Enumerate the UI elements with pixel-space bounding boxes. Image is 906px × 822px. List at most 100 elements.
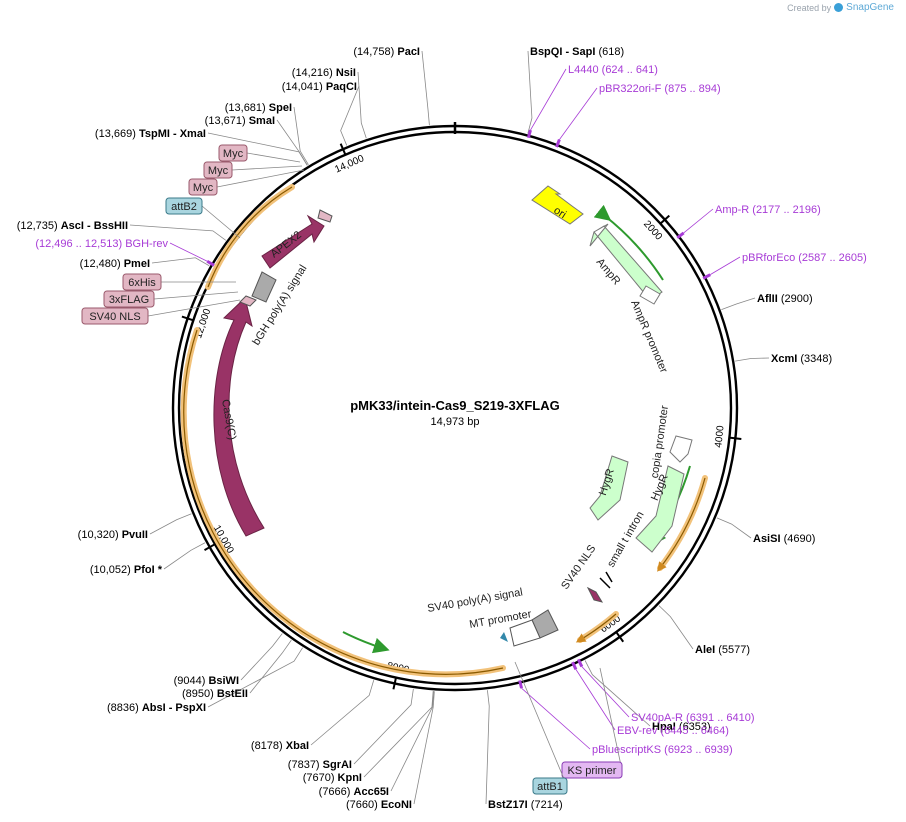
credit-prefix: Created by <box>787 2 832 13</box>
feature-tag-box <box>81 307 149 325</box>
feature-tag-box <box>122 273 162 291</box>
primer-label: pBluescriptKS (6923 .. 6939) <box>592 744 733 756</box>
orf-arc-apex <box>205 184 295 290</box>
site-position: (4690) <box>781 533 816 545</box>
site-name: BstEII <box>217 688 248 700</box>
feature-tag-label: Myc <box>208 165 229 177</box>
primer-label: EBV-rev (6445 .. 6464) <box>617 725 729 737</box>
feature-sv40-nls: SV40 NLS <box>559 543 604 603</box>
site-name-suffix: - XmaI <box>170 128 206 140</box>
site-position: (13,669) <box>95 128 139 140</box>
primer-leader-line <box>169 242 208 262</box>
site-name: SgrAI <box>323 759 352 771</box>
orf-arc-hyg-core <box>657 477 706 572</box>
tag-leader-line <box>216 169 305 188</box>
site-label: (8836) AbsI - PspXI <box>107 702 206 714</box>
feature-myc-block <box>317 209 333 223</box>
site-position: (2900) <box>778 293 813 305</box>
site-name: PfoI * <box>134 564 163 576</box>
site-label: BspQI - SapI (618) <box>530 46 624 58</box>
feature-label-sv40-polya: SV40 poly(A) signal <box>426 586 523 615</box>
site-name: SmaI <box>249 115 275 127</box>
orf-arc-apex-core <box>207 186 293 288</box>
site-name: XbaI <box>286 740 309 752</box>
site-position: (3348) <box>797 353 832 365</box>
site-label: HpaI (6353) <box>652 721 711 733</box>
site-leader-line <box>151 257 210 267</box>
site-leader-line <box>353 688 414 765</box>
primer-leader-line <box>710 256 741 275</box>
site-label: (10,052) PfoI * <box>90 564 163 576</box>
site-leader-line <box>363 691 434 778</box>
site-label: (10,320) PvuII <box>78 529 148 541</box>
feature-tag-label: attB2 <box>171 201 197 213</box>
primer-leader-line <box>683 208 714 234</box>
primer-label: Amp-R (2177 .. 2196) <box>715 204 821 216</box>
site-name: BspQI <box>530 46 562 58</box>
primer-mark <box>576 658 584 668</box>
site-name: NsiI <box>336 67 356 79</box>
site-label: (7670) KpnI <box>303 772 362 784</box>
site-position: (10,052) <box>90 564 134 576</box>
site-leader-line <box>390 691 435 792</box>
feature-tag-box <box>165 197 203 215</box>
site-leader-line <box>485 690 490 805</box>
feature-ori: ori <box>531 185 584 225</box>
site-position: (14,041) <box>282 81 326 93</box>
site-label: (7666) Acc65I <box>319 786 389 798</box>
primer-range: (6391 .. 6410) <box>686 712 755 724</box>
site-leader-line <box>129 224 227 241</box>
feature-tag-label: SV40 NLS <box>89 311 140 323</box>
plasmid-name: pMK33/intein-Cas9_S219-3XFLAG <box>350 398 560 413</box>
primer-mark <box>206 259 215 267</box>
site-leader-line <box>721 297 756 310</box>
ruler-tick-label: 14,000 <box>333 153 366 175</box>
site-leader-line <box>293 106 309 165</box>
site-label: (14,041) PaqCI <box>282 81 357 93</box>
feature-tag-label: 6xHis <box>128 277 156 289</box>
site-leader-line <box>716 517 752 539</box>
site-label: (7660) EcoNI <box>346 799 412 811</box>
primer-name: SV40pA-R <box>631 712 686 724</box>
primer-range: (2587 .. 2605) <box>798 252 867 264</box>
primer-range: (624 .. 641) <box>602 64 658 76</box>
ruler-tick-mark <box>729 436 742 440</box>
site-leader-line <box>735 357 770 362</box>
feature-label-bgh-polya: bGH poly(A) signal <box>250 263 309 348</box>
primer-mark <box>555 139 561 148</box>
site-name: AsiSI <box>753 533 781 545</box>
feature-apex2: APEX2 <box>261 214 325 269</box>
site-name: SpeI <box>269 102 292 114</box>
site-name: TspMI <box>139 128 170 140</box>
site-name: AscI <box>61 220 84 232</box>
tag-leader-line <box>246 152 301 163</box>
primer-mark <box>518 680 523 689</box>
primer-label: pBR322ori-F (875 .. 894) <box>599 83 721 95</box>
feature-tag-box <box>561 761 623 779</box>
site-position: (5577) <box>715 644 750 656</box>
plasmid-length: 14,973 bp <box>431 416 480 428</box>
site-position: (7214) <box>528 799 563 811</box>
site-leader-line <box>149 513 192 535</box>
feature-tag-box <box>103 290 155 308</box>
feature-label-sv40-nls: SV40 NLS <box>559 543 598 592</box>
primer-name: pBRforEco <box>742 252 798 264</box>
site-position: (7837) <box>288 759 323 771</box>
site-leader-line <box>584 660 651 727</box>
feature-tag-box <box>218 144 248 162</box>
site-name-suffix: - SapI <box>562 46 595 58</box>
site-name: BstZ17I <box>488 799 528 811</box>
orf-arc-small-core <box>575 613 617 643</box>
site-name: Acc65I <box>354 786 389 798</box>
site-label: (12,735) AscI - BssHII <box>17 220 128 232</box>
site-label: AleI (5577) <box>695 644 750 656</box>
site-label: (13,671) SmaI <box>205 115 275 127</box>
primers: L4440 (624 .. 641)pBR322ori-F (875 .. 89… <box>35 64 866 756</box>
ruler-tick-mark <box>659 214 670 225</box>
primer-label: SV40pA-R (6391 .. 6410) <box>631 712 755 724</box>
site-label: (8950) BstEII <box>182 688 248 700</box>
site-name: AflII <box>757 293 778 305</box>
feature-tag-label: Myc <box>223 148 244 160</box>
